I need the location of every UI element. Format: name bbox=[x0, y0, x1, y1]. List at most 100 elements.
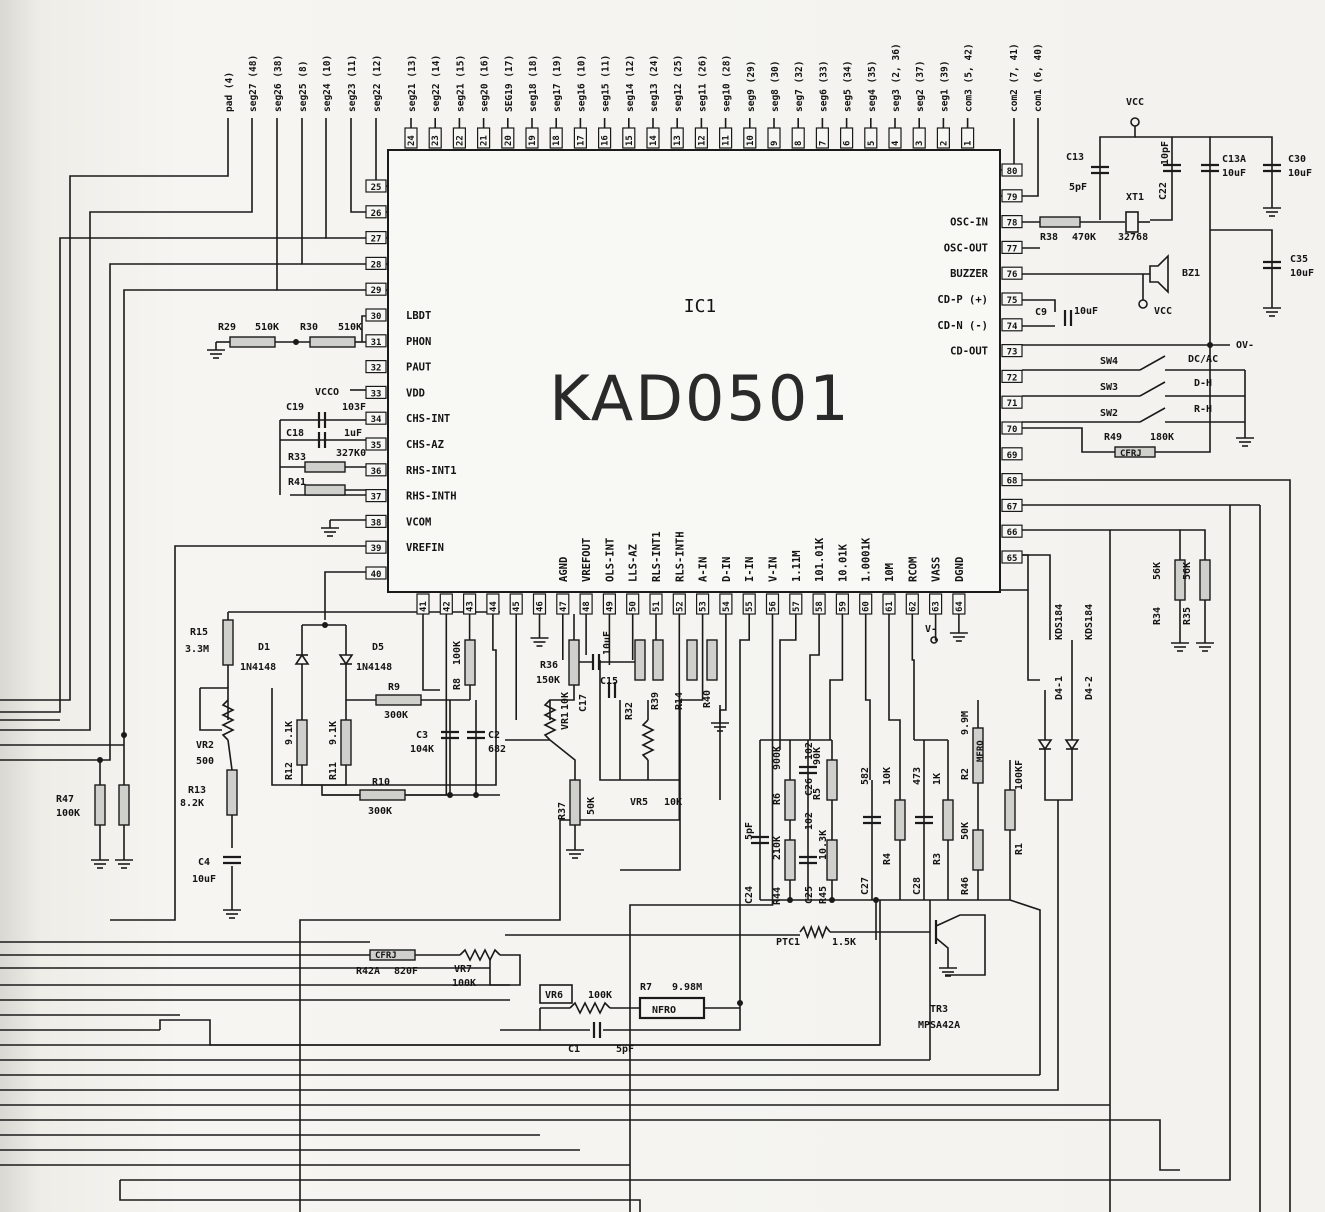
r15-resistor bbox=[222, 619, 234, 666]
label: 10uF bbox=[1074, 306, 1098, 317]
net-label: seg7 (32) bbox=[794, 61, 805, 112]
pin-number: 16 bbox=[601, 135, 611, 146]
label: TR3 bbox=[930, 1004, 948, 1015]
pin-name: VDD bbox=[406, 387, 425, 399]
wire bbox=[0, 118, 229, 701]
label: R41 bbox=[288, 477, 306, 488]
r12-label: R12 bbox=[284, 762, 295, 780]
pin-number: 30 bbox=[371, 312, 382, 322]
wire bbox=[888, 614, 901, 790]
net-label: seg22 (14) bbox=[431, 55, 442, 112]
label: 32768 bbox=[1118, 232, 1148, 243]
pin-box bbox=[1001, 318, 1023, 332]
wire bbox=[1155, 345, 1211, 453]
label: MPSA42A bbox=[918, 1020, 960, 1031]
net-label: seg1 (39) bbox=[939, 61, 950, 112]
label: 500 bbox=[196, 756, 214, 767]
pin-number: 79 bbox=[1007, 193, 1018, 203]
r37-label: R37 bbox=[557, 802, 568, 820]
label: 682 bbox=[488, 744, 506, 755]
pin-number: 42 bbox=[442, 601, 452, 612]
pin-box bbox=[742, 593, 756, 615]
wire bbox=[1210, 229, 1273, 300]
pin-number: 53 bbox=[699, 601, 709, 612]
label: PTC1 bbox=[776, 937, 800, 948]
r8-resistor bbox=[464, 639, 476, 686]
r7-resistor bbox=[638, 996, 706, 1020]
vr7-potentiometer bbox=[459, 948, 501, 962]
c17-value: 10uF bbox=[602, 631, 613, 655]
net-label: seg18 (18) bbox=[528, 55, 539, 112]
wire bbox=[123, 289, 277, 735]
pin-number: 66 bbox=[1007, 528, 1018, 538]
net-label: seg16 (10) bbox=[576, 55, 587, 112]
r10-resistor bbox=[359, 789, 406, 801]
r12-resistor bbox=[296, 719, 308, 766]
pin-number: 48 bbox=[582, 601, 592, 612]
pin-box bbox=[646, 127, 660, 149]
wire bbox=[935, 937, 949, 960]
pin-box bbox=[835, 593, 850, 615]
wire bbox=[227, 739, 233, 771]
label: 300K bbox=[384, 710, 408, 721]
pin-number: 22 bbox=[455, 135, 465, 146]
label: C3 bbox=[416, 730, 428, 741]
pin-box bbox=[649, 593, 663, 615]
r14-label: R14 bbox=[674, 692, 685, 710]
wire bbox=[0, 118, 253, 731]
wire bbox=[1022, 427, 1115, 453]
r40-resistor bbox=[706, 639, 718, 681]
pin-box bbox=[439, 593, 453, 615]
pin-box bbox=[928, 593, 943, 615]
pin-number: 63 bbox=[932, 601, 942, 612]
r11-value: 9.1K bbox=[328, 721, 339, 745]
wire bbox=[935, 914, 986, 976]
wire bbox=[599, 660, 680, 781]
label: DC/AC bbox=[1188, 354, 1218, 365]
label: 8.2K bbox=[180, 798, 204, 809]
pin-box bbox=[365, 256, 387, 270]
pin-name: CD-N (-) bbox=[937, 320, 988, 332]
r6-label: R6 bbox=[772, 793, 783, 805]
r3-value: 1K bbox=[932, 773, 943, 785]
net-label: seg22 (12) bbox=[372, 55, 383, 112]
pin-box bbox=[365, 540, 387, 554]
pin-number: 55 bbox=[745, 601, 755, 612]
label: 5pF bbox=[1069, 182, 1087, 193]
r4-resistor bbox=[894, 799, 906, 841]
r29-resistor bbox=[229, 336, 276, 348]
r47-resistor bbox=[94, 784, 106, 826]
pin-number: 24 bbox=[407, 135, 417, 146]
r3-label: R3 bbox=[932, 853, 943, 865]
label: VR5 bbox=[630, 797, 648, 808]
wire bbox=[1022, 554, 1051, 640]
pin-number: 71 bbox=[1007, 399, 1018, 409]
pin-box bbox=[532, 593, 547, 615]
label: 10uF bbox=[192, 874, 216, 885]
pin-number: 80 bbox=[1007, 167, 1018, 177]
pin-number: 1 bbox=[964, 141, 974, 146]
wire bbox=[779, 614, 797, 750]
pin-number: 26 bbox=[371, 209, 382, 219]
pin-number: 72 bbox=[1007, 373, 1018, 383]
wire bbox=[119, 1180, 641, 1212]
pin-number: 40 bbox=[371, 570, 382, 580]
vcc-terminal bbox=[1138, 299, 1148, 309]
pin-box bbox=[718, 127, 733, 149]
label: 150K bbox=[536, 675, 560, 686]
vr5-potentiometer bbox=[641, 719, 655, 761]
pin-number: 11 bbox=[722, 135, 732, 146]
pin-number: 62 bbox=[908, 601, 918, 612]
wire bbox=[603, 1003, 741, 1031]
pin-number: 51 bbox=[652, 601, 662, 612]
cfrj-text: CFRJ bbox=[1120, 449, 1142, 459]
ov-label: OV- bbox=[1236, 340, 1254, 351]
label: 1N4148 bbox=[356, 662, 392, 673]
pin-box bbox=[556, 593, 570, 615]
wire bbox=[629, 614, 774, 1212]
net-label: seg13 (24) bbox=[649, 55, 660, 112]
pin-name: RHS-INT1 bbox=[406, 465, 457, 477]
c27-label: C27 bbox=[860, 877, 871, 895]
wire bbox=[422, 614, 440, 691]
wire bbox=[1000, 118, 1039, 197]
